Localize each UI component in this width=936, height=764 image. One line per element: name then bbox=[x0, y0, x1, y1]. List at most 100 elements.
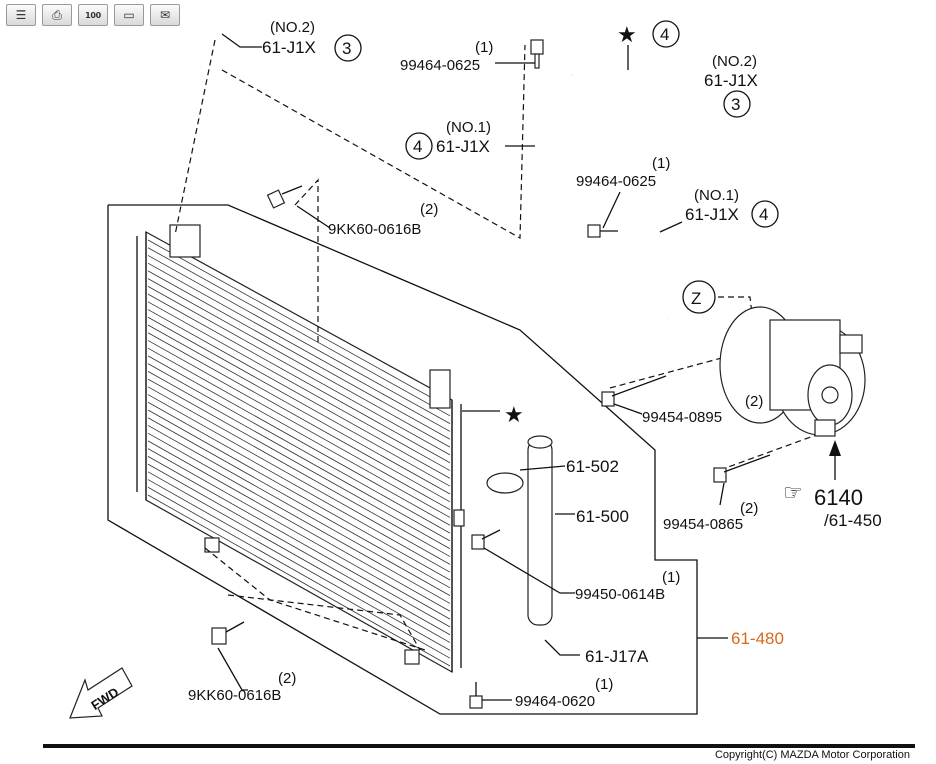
dashed-leaders bbox=[174, 39, 831, 651]
label-compressor-sub: /61-450 bbox=[824, 511, 882, 530]
ac-hoses bbox=[530, 39, 857, 322]
bottom-rule bbox=[43, 744, 915, 748]
label-bolt-receiver-code: 99450-0614B bbox=[575, 586, 665, 603]
condenser-fin bbox=[147, 278, 451, 448]
condenser-fin bbox=[147, 371, 451, 542]
condenser-fin bbox=[147, 262, 451, 432]
label-oring-no1-left-num: 4 bbox=[413, 137, 422, 156]
condenser-fin bbox=[147, 239, 451, 409]
label-compressor-code: 6140 bbox=[814, 485, 863, 510]
assembly-frame bbox=[107, 204, 698, 715]
condenser-fin bbox=[147, 401, 451, 573]
bolt-receiver bbox=[471, 529, 501, 550]
label-oring-no1-right-note: (NO.1) bbox=[694, 187, 739, 204]
condenser bbox=[136, 224, 465, 674]
fwd-arrow: FWD bbox=[69, 667, 133, 719]
label-bolt-mid-code: 99464-0625 bbox=[576, 173, 656, 190]
condenser-fin bbox=[147, 324, 451, 495]
condenser-fin bbox=[147, 340, 451, 510]
condenser-fin bbox=[147, 471, 451, 643]
reference-arrow-icon: ☞ bbox=[783, 480, 803, 505]
bolt-condenser-bottom bbox=[211, 621, 245, 645]
list-view-button[interactable]: ☰ bbox=[6, 4, 36, 26]
label-bolt-condenser-bottom-qty: (2) bbox=[278, 670, 296, 687]
copyright-text: Copyright(C) MAZDA Motor Corporation bbox=[714, 749, 910, 761]
circle-markers bbox=[334, 20, 779, 314]
condenser-fin bbox=[147, 456, 451, 628]
compressor bbox=[719, 306, 866, 437]
label-oring-no1-right-code: 61-J1X bbox=[685, 205, 739, 224]
condenser-fin bbox=[147, 486, 451, 659]
label-top-mid-num: 4 bbox=[660, 25, 669, 44]
condenser-fin bbox=[147, 363, 451, 534]
bolt-compressor-lower bbox=[713, 454, 771, 483]
bolts bbox=[211, 39, 771, 709]
label-bolt-top-code: 99464-0625 bbox=[400, 57, 480, 74]
label-bolt-comp-upper-code: 99454-0895 bbox=[642, 409, 722, 426]
condenser-fin bbox=[147, 309, 451, 479]
zoom-100-button[interactable]: 100 bbox=[78, 4, 108, 26]
condenser-fin bbox=[147, 448, 451, 620]
bolt-condenser-top bbox=[266, 185, 303, 209]
label-top-left-code: 61-J1X bbox=[262, 38, 316, 57]
label-receiver-oring: 61-J17A bbox=[585, 647, 649, 666]
condenser-fin bbox=[147, 378, 451, 550]
label-top-left-num: 3 bbox=[342, 39, 351, 58]
condenser-fin bbox=[147, 479, 451, 651]
label-condenser[interactable]: 61-480 bbox=[731, 629, 784, 648]
condenser-fin bbox=[147, 494, 451, 667]
condenser-fin bbox=[147, 332, 451, 503]
label-bolt-comp-lower-code: 99454-0865 bbox=[663, 516, 743, 533]
label-oring-no1-right-num: 4 bbox=[759, 205, 768, 224]
condenser-fin bbox=[147, 355, 451, 526]
label-bolt-condenser-bottom-code: 9KK60-0616B bbox=[188, 687, 281, 704]
condenser-fin bbox=[147, 394, 451, 565]
condenser-fin bbox=[147, 286, 451, 456]
print-button[interactable]: ⎙ bbox=[42, 4, 72, 26]
label-bolt-receiver-qty: (1) bbox=[662, 569, 680, 586]
condenser-fin bbox=[147, 270, 451, 440]
bolt-bottom bbox=[469, 682, 483, 709]
condenser-fin bbox=[147, 293, 451, 464]
label-bolt-mid-qty: (1) bbox=[652, 155, 670, 172]
bolt-top bbox=[530, 39, 544, 69]
envelope-icon: ✉ bbox=[159, 8, 171, 22]
label-oring-no1-left-code: 61-J1X bbox=[436, 137, 490, 156]
print-icon: ⎙ bbox=[52, 7, 62, 22]
label-receiver: 61-500 bbox=[576, 507, 629, 526]
condenser-fin bbox=[147, 386, 451, 557]
star-icon: ★ bbox=[504, 402, 524, 427]
condenser-fin bbox=[147, 301, 451, 471]
condenser-fin bbox=[147, 463, 451, 636]
label-bolt-top-qty: (1) bbox=[475, 39, 493, 56]
condenser-fin bbox=[147, 347, 451, 518]
bolt-compressor-upper bbox=[601, 375, 667, 407]
label-top-left-note: (NO.2) bbox=[270, 19, 315, 36]
condenser-fin bbox=[147, 417, 451, 589]
label-zone: Z bbox=[691, 289, 701, 308]
zoom-icon: 100 bbox=[85, 10, 101, 20]
label-bolt-condenser-top-qty: (2) bbox=[420, 201, 438, 218]
condenser-fin bbox=[147, 440, 451, 612]
label-bolt-bottom-code: 99464-0620 bbox=[515, 693, 595, 710]
condenser-fin bbox=[147, 425, 451, 596]
car-icon: ▭ bbox=[123, 8, 135, 22]
label-oring-no1-left-note: (NO.1) bbox=[446, 119, 491, 136]
bolt-mid bbox=[587, 224, 618, 238]
label-bracket: 61-502 bbox=[566, 457, 619, 476]
condenser-fin bbox=[147, 247, 451, 417]
label-bolt-comp-upper-qty: (2) bbox=[745, 393, 763, 410]
condenser-fin bbox=[147, 409, 451, 581]
label-bolt-condenser-top-code: 9KK60-0616B bbox=[328, 221, 421, 238]
label-top-right-num: 3 bbox=[731, 95, 740, 114]
email-button[interactable]: ✉ bbox=[150, 4, 180, 26]
label-top-right-note: (NO.2) bbox=[712, 53, 757, 70]
list-icon: ☰ bbox=[15, 8, 27, 22]
condenser-fin bbox=[147, 316, 451, 487]
label-bolt-bottom-qty: (1) bbox=[595, 676, 613, 693]
vehicle-button[interactable]: ▭ bbox=[114, 4, 144, 26]
receiver-drier bbox=[486, 435, 553, 626]
label-top-right-code: 61-J1X bbox=[704, 71, 758, 90]
condenser-fin bbox=[147, 432, 451, 604]
